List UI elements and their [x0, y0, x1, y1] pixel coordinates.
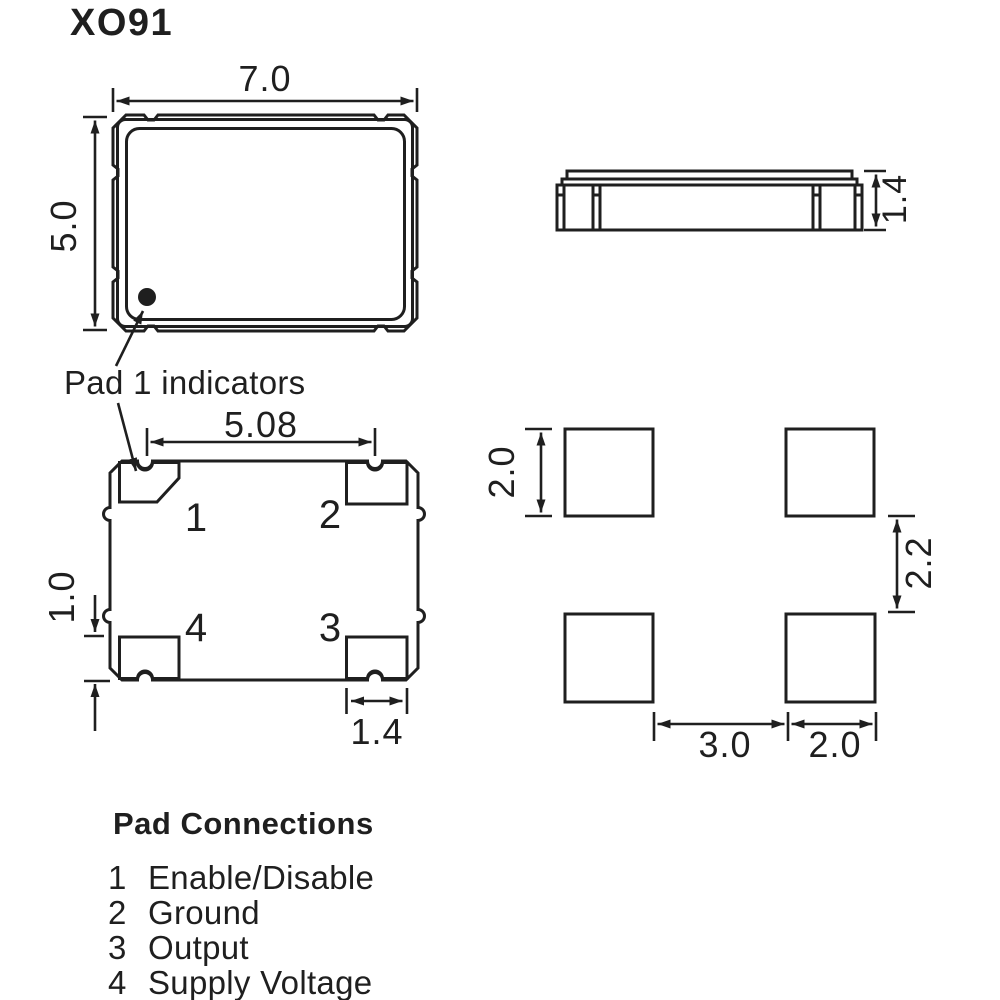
pad-2-number: 2 — [319, 493, 341, 537]
dim-land-pad-height: 2.0 — [481, 427, 552, 518]
pad-connection-label: Output — [148, 929, 249, 966]
dim-top-width-label: 7.0 — [238, 58, 291, 99]
dim-top-height: 5.0 — [43, 115, 107, 332]
dim-ticks — [84, 634, 110, 683]
pad-2 — [345, 461, 409, 506]
dim-land-column-gap: 3.0 — [652, 712, 790, 765]
dim-pad-offset: 1.0 — [41, 570, 110, 731]
pad1-leader-arrow-top — [114, 310, 145, 367]
dim-ticks — [864, 169, 886, 232]
dim-land-pad-width: 2.0 — [791, 712, 878, 765]
pad-3-number: 3 — [319, 606, 341, 650]
land-pad-bottom-right — [784, 612, 877, 704]
dim-side-thickness: 1.4 — [864, 169, 914, 232]
pad-connection-label: Ground — [148, 894, 260, 931]
pad-connections-title: Pad Connections — [113, 806, 374, 841]
side-body — [555, 183, 864, 232]
dim-ticks — [145, 428, 377, 456]
pad-connection-number: 4 — [108, 964, 127, 1000]
pad-connection-row-1: 1 Enable/Disable — [108, 860, 374, 895]
pad-connection-label: Enable/Disable — [148, 859, 375, 896]
pad-4-number: 4 — [185, 606, 207, 650]
dim-ticks — [111, 88, 419, 112]
pad-connection-number: 2 — [108, 894, 127, 931]
package-outline — [111, 113, 419, 333]
pad-connection-number: 3 — [108, 929, 127, 966]
bottom-outline — [102, 459, 426, 682]
pad-3 — [345, 635, 409, 680]
dim-land-pad-width-label: 2.0 — [808, 724, 861, 765]
dim-land-pad-height-label: 2.0 — [481, 445, 522, 498]
side-view-diagram: 1.4 — [555, 169, 914, 232]
pad1-indicator-dot — [138, 288, 156, 306]
pad1-indicator-callout: Pad 1 indicators — [64, 310, 305, 472]
dim-side-thickness-label: 1.4 — [876, 174, 914, 224]
pad-connection-label: Supply Voltage — [148, 964, 373, 1000]
pad-connection-row-2: 2 Ground — [108, 895, 374, 930]
bottom-view-diagram: 1 2 4 3 5.08 1.0 1.4 Pad 1 indicat — [41, 310, 426, 752]
pad-connection-row-4: 4 Supply Voltage — [108, 965, 374, 1000]
dim-pad-width: 1.4 — [345, 688, 409, 752]
land-pad-top-right — [784, 427, 876, 518]
dim-ticks — [345, 688, 409, 714]
dim-pad-span: 5.08 — [145, 404, 377, 456]
pad-4 — [118, 635, 181, 680]
dim-pad-offset-label: 1.0 — [41, 570, 82, 623]
package-inner-edge — [116, 118, 414, 328]
pad1-leader-arrow-bottom — [116, 402, 138, 472]
dim-ticks — [525, 427, 552, 518]
pad-connection-number: 1 — [108, 859, 127, 896]
page-title: XO91 — [70, 2, 174, 44]
pad-connections-section: Pad Connections 1 Enable/Disable 2 Groun… — [108, 806, 374, 1000]
package-lid — [125, 127, 406, 321]
dim-land-row-gap: 2.2 — [888, 514, 939, 614]
dim-ticks — [652, 712, 790, 741]
land-pattern-diagram: 2.0 2.2 3.0 2.0 — [481, 427, 939, 765]
dim-ticks — [888, 514, 915, 614]
pad-1-number: 1 — [185, 496, 207, 540]
pad1-indicator-label: Pad 1 indicators — [64, 364, 305, 401]
dim-top-height-label: 5.0 — [43, 199, 84, 252]
dim-ticks — [83, 115, 107, 332]
dim-top-width: 7.0 — [111, 58, 419, 112]
pad-1 — [118, 461, 181, 504]
side-castellation-pads — [557, 185, 862, 230]
dim-land-row-gap-label: 2.2 — [898, 536, 939, 589]
top-view-diagram: 7.0 5.0 — [43, 58, 419, 333]
land-pad-top-left — [563, 427, 655, 518]
pad-connection-row-3: 3 Output — [108, 930, 374, 965]
dim-pad-width-label: 1.4 — [350, 711, 403, 752]
land-pad-bottom-left — [563, 612, 655, 704]
dim-land-column-gap-label: 3.0 — [698, 724, 751, 765]
dim-pad-span-label: 5.08 — [224, 404, 298, 445]
